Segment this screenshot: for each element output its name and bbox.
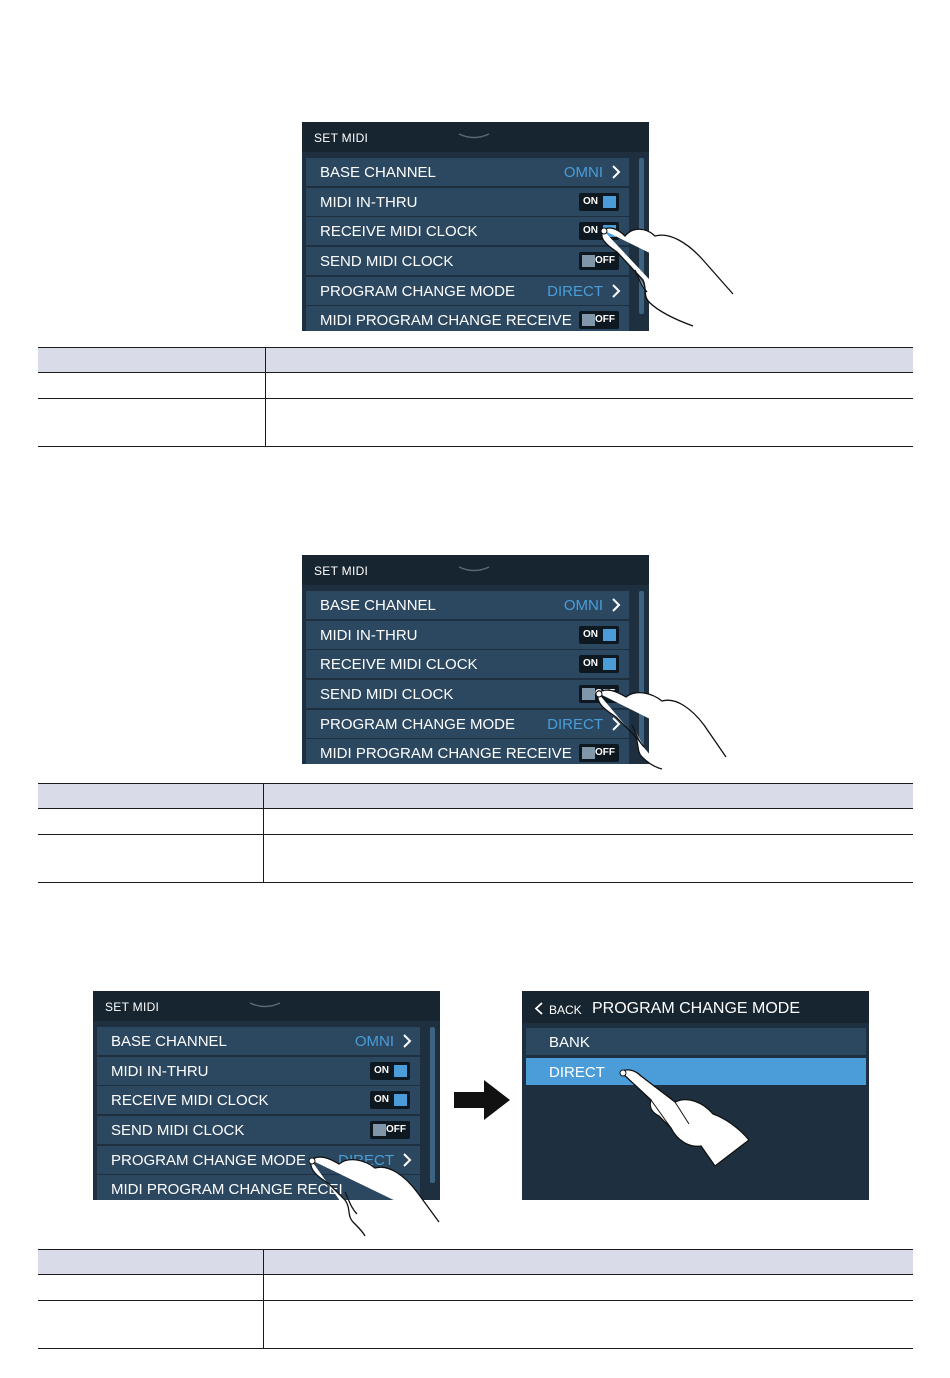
row-midi-program-change-receive[interactable]: MIDI PROGRAM CHANGE RECEIVE OFF: [306, 306, 629, 331]
option-direct[interactable]: DIRECT: [526, 1058, 866, 1085]
row-base-channel[interactable]: BASE CHANNEL OMNI: [306, 158, 629, 186]
table-header-row: [38, 347, 913, 373]
right-arrow-icon: [454, 1080, 510, 1120]
row-send-midi-clock[interactable]: SEND MIDI CLOCK OFF: [306, 247, 629, 275]
receive-midi-clock-toggle[interactable]: ON: [579, 655, 619, 673]
row-midi-program-change-receive[interactable]: MIDI PROGRAM CHANGE RECEI: [97, 1175, 420, 1200]
screen-title: PROGRAM CHANGE MODE: [592, 1000, 801, 1017]
midi-in-thru-toggle[interactable]: ON: [579, 626, 619, 644]
set-midi-screen-1: SET MIDI BASE CHANNEL OMNI MIDI IN-THRU …: [302, 122, 649, 331]
scrollbar[interactable]: [430, 1027, 435, 1183]
base-channel-value: OMNI: [563, 164, 603, 181]
screen-header: SET MIDI: [302, 555, 649, 585]
row-midi-in-thru[interactable]: MIDI IN-THRU ON: [306, 188, 629, 216]
table-row: [38, 808, 913, 835]
table-row: [38, 372, 913, 399]
screen-header: SET MIDI: [93, 991, 440, 1021]
row-program-change-mode[interactable]: PROGRAM CHANGE MODE DIRECT: [97, 1146, 420, 1174]
row-midi-in-thru[interactable]: MIDI IN-THRU ON: [306, 621, 629, 649]
row-receive-midi-clock[interactable]: RECEIVE MIDI CLOCK ON: [306, 217, 629, 245]
send-midi-clock-toggle[interactable]: OFF: [370, 1121, 410, 1139]
row-program-change-mode[interactable]: PROGRAM CHANGE MODE DIRECT: [306, 710, 629, 738]
table-header-row: [38, 1249, 913, 1275]
settings-table-3: [38, 1249, 913, 1349]
screen-title: SET MIDI: [314, 131, 369, 145]
screen-title: SET MIDI: [314, 564, 369, 578]
send-midi-clock-toggle[interactable]: OFF: [579, 685, 619, 703]
row-receive-midi-clock[interactable]: RECEIVE MIDI CLOCK ON: [306, 650, 629, 678]
midi-program-change-receive-toggle[interactable]: OFF: [579, 311, 619, 329]
back-button[interactable]: BACK: [549, 1003, 582, 1017]
row-send-midi-clock[interactable]: SEND MIDI CLOCK OFF: [97, 1116, 420, 1144]
chevron-left-icon[interactable]: [534, 1002, 544, 1015]
midi-in-thru-toggle[interactable]: ON: [370, 1062, 410, 1080]
receive-midi-clock-toggle[interactable]: ON: [370, 1091, 410, 1109]
midi-in-thru-toggle[interactable]: ON: [579, 193, 619, 211]
row-midi-in-thru[interactable]: MIDI IN-THRU ON: [97, 1057, 420, 1085]
row-base-channel[interactable]: BASE CHANNEL OMNI: [97, 1027, 420, 1055]
table-row: [38, 1274, 913, 1301]
row-base-channel[interactable]: BASE CHANNEL OMNI: [306, 591, 629, 619]
midi-program-change-receive-toggle[interactable]: OFF: [579, 744, 619, 762]
scrollbar[interactable]: [639, 591, 644, 747]
pull-down-handle-icon[interactable]: [457, 565, 491, 573]
chevron-right-icon: [612, 717, 621, 731]
settings-table-1: [38, 347, 913, 447]
screen-title: SET MIDI: [105, 1000, 160, 1014]
table-header-row: [38, 783, 913, 809]
set-midi-screen-2: SET MIDI BASE CHANNEL OMNI MIDI IN-THRU …: [302, 555, 649, 764]
screen-header: SET MIDI: [302, 122, 649, 152]
table-row: [38, 398, 913, 447]
base-channel-value: OMNI: [354, 1033, 394, 1050]
table-row: [38, 1300, 913, 1349]
row-send-midi-clock[interactable]: SEND MIDI CLOCK OFF: [306, 680, 629, 708]
set-midi-screen-3: SET MIDI BASE CHANNEL OMNI MIDI IN-THRU …: [93, 991, 440, 1200]
program-change-mode-screen: BACK PROGRAM CHANGE MODE BANK DIRECT: [522, 991, 869, 1200]
pull-down-handle-icon[interactable]: [248, 1001, 282, 1009]
chevron-right-icon: [612, 165, 621, 179]
pull-down-handle-icon[interactable]: [457, 132, 491, 140]
chevron-right-icon: [403, 1153, 412, 1167]
chevron-right-icon: [612, 598, 621, 612]
chevron-right-icon: [612, 284, 621, 298]
scrollbar[interactable]: [639, 158, 644, 314]
receive-midi-clock-toggle[interactable]: ON: [579, 222, 619, 240]
table-row: [38, 834, 913, 883]
screen-header: BACK PROGRAM CHANGE MODE: [522, 991, 869, 1023]
program-change-mode-value: DIRECT: [547, 283, 603, 300]
send-midi-clock-toggle[interactable]: OFF: [579, 252, 619, 270]
settings-table-2: [38, 783, 913, 883]
program-change-mode-value: DIRECT: [338, 1152, 394, 1169]
chevron-right-icon: [403, 1034, 412, 1048]
row-program-change-mode[interactable]: PROGRAM CHANGE MODE DIRECT: [306, 277, 629, 305]
row-receive-midi-clock[interactable]: RECEIVE MIDI CLOCK ON: [97, 1086, 420, 1114]
row-midi-program-change-receive[interactable]: MIDI PROGRAM CHANGE RECEIVE OFF: [306, 739, 629, 764]
base-channel-value: OMNI: [563, 597, 603, 614]
program-change-mode-value: DIRECT: [547, 716, 603, 733]
option-bank[interactable]: BANK: [526, 1028, 866, 1055]
